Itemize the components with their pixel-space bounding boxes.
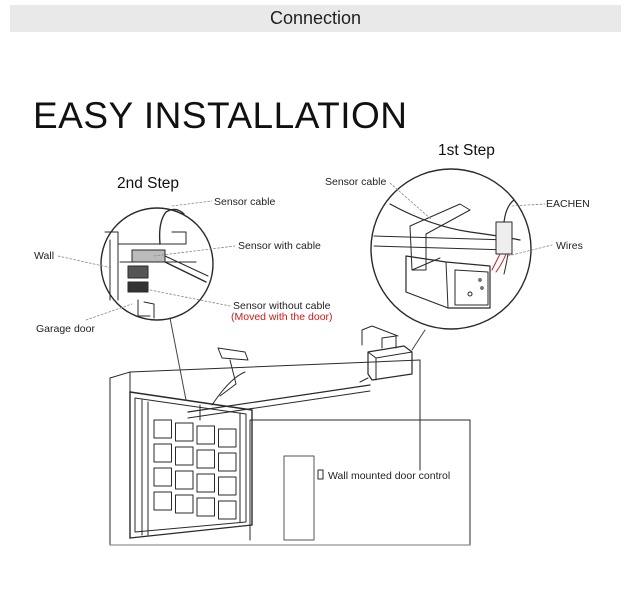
label-wires: Wires (556, 240, 583, 252)
door-panel (175, 470, 194, 490)
door-panel (175, 446, 194, 466)
zoom-circle-step2 (100, 207, 214, 321)
door-panel (175, 494, 194, 514)
opener-rail (187, 325, 399, 421)
door-panel (196, 425, 215, 445)
garage-door (129, 391, 253, 539)
door-panel (175, 422, 194, 442)
section-header-title: Connection (269, 8, 362, 28)
label-moved-with-door: (Moved with the door) (231, 311, 333, 323)
door-panel (218, 452, 237, 472)
diagram-title: EASY INSTALLATION (33, 95, 408, 136)
opener-unit (359, 335, 413, 383)
door-panel (153, 419, 172, 439)
door-panel (153, 443, 172, 463)
label-sensor-cable-left: Sensor cable (214, 196, 276, 208)
label-sensor-with-cable: Sensor with cable (238, 240, 321, 252)
label-wall-control: Wall mounted door control (328, 470, 451, 482)
label-sensor-cable-right: Sensor cable (325, 176, 387, 188)
door-panel (153, 467, 172, 487)
door-panel (196, 473, 215, 493)
step1-label: 1st Step (438, 142, 495, 159)
label-wall: Wall (34, 250, 55, 262)
door-panel (196, 497, 215, 517)
section-header: Connection (10, 5, 621, 32)
door-panel (218, 500, 237, 520)
label-garage-door: Garage door (36, 323, 95, 335)
label-eachen: EACHEN (546, 198, 590, 210)
step2-label: 2nd Step (117, 175, 180, 192)
zoom-circle-step1 (370, 168, 532, 330)
door-panel (218, 428, 237, 448)
leader-lines (57, 182, 553, 321)
door-panel (196, 449, 215, 469)
door-panel (153, 491, 172, 511)
garage-building (109, 359, 471, 546)
door-panel (218, 476, 237, 496)
label-sensor-without-cable: Sensor without cable (233, 300, 331, 312)
